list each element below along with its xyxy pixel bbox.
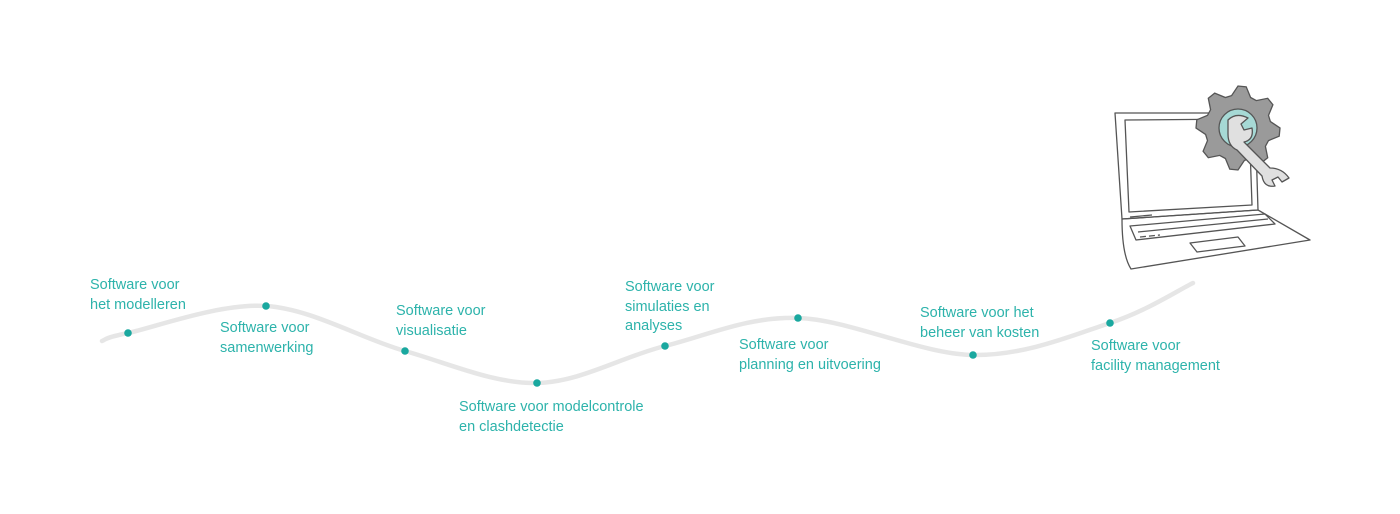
step-label-facility: Software voor facility management [1091, 337, 1220, 376]
label-line: het modelleren [90, 296, 186, 313]
label-line: Software voor [220, 320, 310, 336]
laptop-settings-illustration [1114, 85, 1311, 270]
label-line: Software voor [625, 279, 715, 295]
label-line: Software voor [396, 303, 486, 319]
label-line: Software voor [1091, 338, 1181, 354]
label-line: facility management [1091, 357, 1220, 374]
label-line: Software voor [739, 337, 829, 353]
step-label-visualisatie: Software voor visualisatie [396, 302, 485, 341]
label-line: visualisatie [396, 322, 467, 339]
label-line: simulaties en [625, 298, 710, 315]
label-line: Software voor [90, 277, 180, 293]
step-label-samenwerking: Software voor samenwerking [220, 319, 314, 358]
step-dot [533, 379, 541, 387]
step-dot [661, 342, 669, 350]
wrench-icon [1227, 114, 1290, 187]
label-line: analyses [625, 318, 683, 334]
step-dot [794, 314, 802, 322]
step-dot [262, 302, 270, 310]
step-dot [969, 351, 977, 359]
label-line: Software voor het [920, 305, 1034, 321]
label-line: en clashdetectie [459, 418, 564, 435]
step-label-simulaties: Software voor simulaties en analyses [625, 278, 714, 337]
step-label-kosten: Software voor het beheer van kosten [920, 304, 1039, 343]
label-line: Software voor modelcontrole [459, 399, 644, 415]
step-label-modelcontrole: Software voor modelcontrole en clashdete… [459, 398, 644, 437]
label-line: samenwerking [220, 339, 314, 356]
step-label-modelleren: Software voor het modelleren [90, 276, 186, 315]
step-label-planning: Software voor planning en uitvoering [739, 336, 881, 375]
label-line: planning en uitvoering [739, 356, 881, 373]
label-line: beheer van kosten [920, 324, 1040, 341]
step-dot [401, 347, 409, 355]
step-dot [1106, 319, 1114, 327]
road-line [99, 280, 1196, 386]
step-dot [124, 329, 132, 337]
